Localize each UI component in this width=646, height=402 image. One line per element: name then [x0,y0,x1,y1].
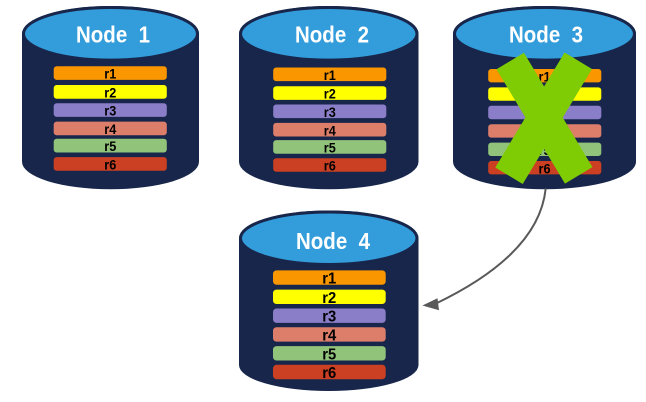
svg-text:r2: r2 [324,86,336,102]
svg-text:r5: r5 [324,140,336,156]
svg-text:r4: r4 [104,121,116,137]
svg-text:Node 3: Node 3 [509,22,583,48]
svg-text:r5: r5 [104,138,116,154]
svg-text:r1: r1 [324,67,336,83]
svg-text:r3: r3 [324,104,336,120]
svg-text:r3: r3 [322,309,336,326]
svg-text:r4: r4 [322,327,336,344]
svg-text:r6: r6 [539,160,551,176]
svg-text:r1: r1 [322,271,336,288]
svg-text:r2: r2 [104,84,116,100]
svg-text:Node 2: Node 2 [295,22,369,48]
svg-text:Node 4: Node 4 [296,228,370,254]
svg-text:r1: r1 [104,66,116,82]
svg-text:r2: r2 [322,290,336,307]
svg-text:r3: r3 [104,103,116,119]
svg-text:r5: r5 [322,346,336,363]
svg-text:r6: r6 [324,158,336,174]
svg-text:r6: r6 [322,365,336,382]
svg-text:r4: r4 [324,122,336,138]
svg-text:r6: r6 [104,157,116,173]
svg-text:Node 1: Node 1 [76,22,150,48]
svg-text:r1: r1 [539,68,551,84]
